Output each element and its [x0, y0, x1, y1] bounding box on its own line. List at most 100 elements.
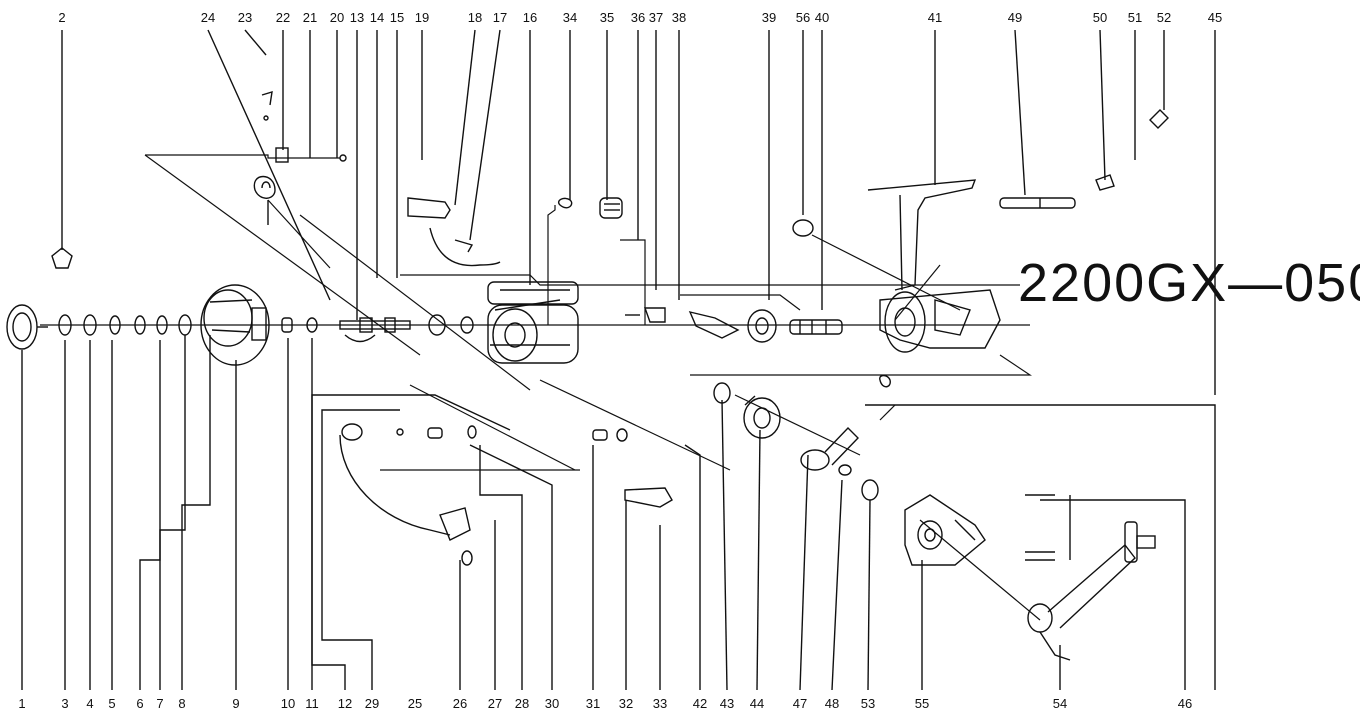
model-number: 2200GX—050 — [1018, 253, 1360, 313]
part-number-label: 44 — [750, 696, 764, 711]
part-23-screw — [261, 91, 273, 106]
part-number-label: 11 — [305, 696, 319, 711]
part-number-label: 41 — [928, 10, 942, 25]
part-55-crank-handle — [1027, 521, 1156, 661]
part-11-washer — [306, 317, 318, 333]
part-number-label: 29 — [365, 696, 379, 711]
part-number-label: 22 — [276, 10, 290, 25]
part-52-screw — [1149, 109, 1169, 129]
part-number-label: 46 — [1178, 696, 1192, 711]
part-number-label: 38 — [672, 10, 686, 25]
part-number-label: 1 — [18, 696, 25, 711]
part-number-label: 7 — [156, 696, 163, 711]
part-number-label: 30 — [545, 696, 559, 711]
part-30-bushing — [592, 429, 608, 441]
part-number-label: 51 — [1128, 10, 1142, 25]
assembly-lines — [40, 154, 1041, 621]
part-number-label: 25 — [408, 696, 422, 711]
part-44-handle-arm — [800, 426, 859, 471]
top-leader-lines — [61, 29, 1216, 395]
part-number-label: 6 — [136, 696, 143, 711]
part-number-label: 31 — [586, 696, 600, 711]
part-number-label: 32 — [619, 696, 633, 711]
part-53-side-cover — [904, 494, 986, 566]
part-number-label: 47 — [793, 696, 807, 711]
part-22-bail-roller — [253, 147, 289, 225]
part-16-rotor — [487, 281, 579, 364]
part-31-washer — [616, 428, 628, 442]
part-17-tip — [454, 239, 474, 253]
part-number-label: 50 — [1093, 10, 1107, 25]
part-number-label: 10 — [281, 696, 295, 711]
bottom-leader-lines — [21, 335, 1216, 691]
part-number-label: 24 — [201, 10, 215, 25]
part-48-nut — [861, 479, 879, 501]
part-9-spool — [200, 284, 270, 366]
part-47-washer — [838, 464, 852, 476]
part-number-label: 16 — [523, 10, 537, 25]
part-number-label: 34 — [563, 10, 577, 25]
part-number-label: 23 — [238, 10, 252, 25]
part-15-washer — [460, 316, 474, 334]
part-number-label: 8 — [178, 696, 185, 711]
part-18-bail-arm — [407, 197, 451, 219]
part-number-label: 15 — [390, 10, 404, 25]
part-32-bail-arm — [624, 487, 673, 508]
part-number-label: 21 — [303, 10, 317, 25]
part-number-label: 5 — [108, 696, 115, 711]
part-number-label: 20 — [330, 10, 344, 25]
part-23-dot — [263, 115, 269, 121]
part-number-label: 12 — [338, 696, 352, 711]
part-2-cap — [51, 247, 73, 269]
part-number-label: 9 — [232, 696, 239, 711]
part-26-screw — [461, 550, 473, 566]
part-number-label: 19 — [415, 10, 429, 25]
part-41-body — [867, 179, 1001, 353]
part-number-label: 42 — [693, 696, 707, 711]
part-number-label: 4 — [86, 696, 93, 711]
part-number-label: 39 — [762, 10, 776, 25]
part-56-cap — [792, 219, 814, 237]
part-45-clip — [879, 374, 891, 388]
part-39-bearing — [747, 309, 777, 343]
part-10-bushing — [281, 317, 293, 333]
part-37-clip — [644, 307, 666, 323]
part-number-label: 49 — [1008, 10, 1022, 25]
part-number-label: 54 — [1053, 696, 1067, 711]
part-42-washer — [713, 382, 731, 404]
part-54-screws — [1025, 494, 1071, 561]
part-number-label: 33 — [653, 696, 667, 711]
part-number-label: 18 — [468, 10, 482, 25]
top-part-numbers: 2 24 23 22 21 20 13 14 15 19 18 17 16 34 35 36 37 38 39 56 4… — [58, 10, 1222, 25]
part-38-lever — [688, 310, 740, 339]
part-number-label: 53 — [861, 696, 875, 711]
part-13-main-shaft — [339, 317, 411, 343]
part-number-label: 55 — [915, 696, 929, 711]
part-number-label: 40 — [815, 10, 829, 25]
part-number-label: 27 — [488, 696, 502, 711]
part-25-bail — [339, 423, 477, 541]
part-number-label: 48 — [825, 696, 839, 711]
part-number-label: 13 — [350, 10, 364, 25]
part-number-label: 17 — [493, 10, 507, 25]
part-number-label: 56 — [796, 10, 810, 25]
part-43-main-gear — [743, 395, 781, 439]
part-40-pinion-gear — [789, 319, 843, 335]
part-20-pin — [339, 154, 347, 162]
part-17-bail-wire — [429, 227, 501, 267]
part-number-label: 2 — [58, 10, 65, 25]
part-number-label: 35 — [600, 10, 614, 25]
part-number-label: 45 — [1208, 10, 1222, 25]
part-14-collar — [428, 314, 446, 336]
part-number-label: 37 — [649, 10, 663, 25]
part-number-label: 3 — [61, 696, 68, 711]
part-50-clip — [1095, 174, 1115, 191]
part-number-label: 14 — [370, 10, 384, 25]
part-number-label: 52 — [1157, 10, 1171, 25]
part-49-stem — [999, 197, 1076, 209]
part-number-label: 36 — [631, 10, 645, 25]
part-1-spool-knob — [6, 304, 48, 350]
drag-washers — [58, 314, 192, 336]
